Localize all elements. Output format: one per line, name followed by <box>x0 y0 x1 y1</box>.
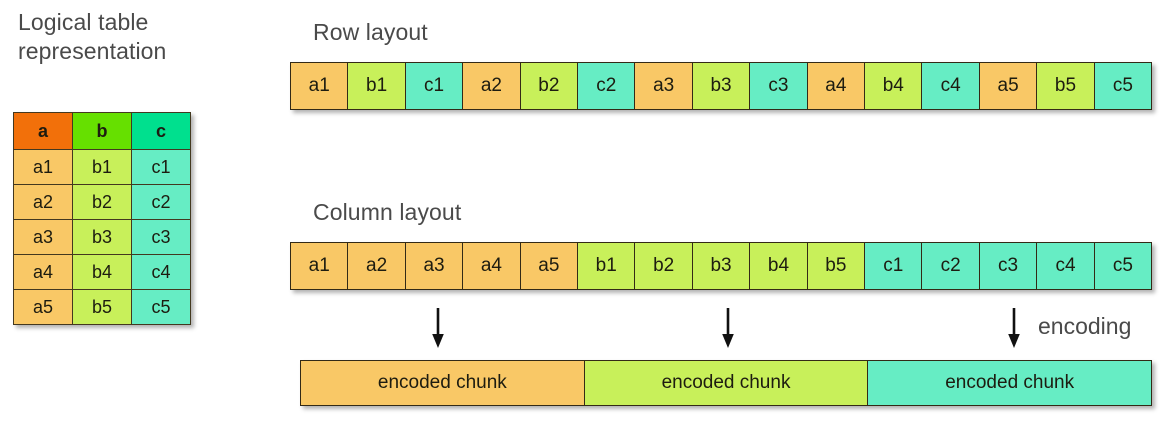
layout-cell: c3 <box>750 63 808 109</box>
layout-cell: b4 <box>865 63 923 109</box>
layout-cell: a4 <box>463 243 521 289</box>
layout-cell: c4 <box>922 63 980 109</box>
layout-cell: c5 <box>1094 63 1152 109</box>
table-cell: c4 <box>131 254 191 290</box>
layout-cell: a5 <box>979 63 1038 109</box>
layout-cell: c1 <box>865 243 923 289</box>
table-cell: a2 <box>13 184 73 220</box>
layout-cell: b3 <box>692 63 751 109</box>
layout-cell: a1 <box>291 243 349 289</box>
encoded-chunk: encoded chunk <box>301 361 585 405</box>
table-cell: b2 <box>72 184 132 220</box>
encoded-chunk: encoded chunk <box>868 361 1152 405</box>
layout-cell: b5 <box>1037 63 1095 109</box>
layout-cell: c2 <box>578 63 636 109</box>
layout-cell: a5 <box>520 243 579 289</box>
table-cell: b5 <box>72 289 132 325</box>
layout-cell: b2 <box>635 243 693 289</box>
logical-table-title: Logical table representation <box>18 9 167 64</box>
layout-cell: b1 <box>578 243 636 289</box>
table-header-row: a b c <box>13 112 191 150</box>
table-cell: a1 <box>13 149 73 185</box>
table-cell: a5 <box>13 289 73 325</box>
table-cell: b3 <box>72 219 132 255</box>
table-cell: c1 <box>131 149 191 185</box>
layout-cell: a3 <box>405 243 464 289</box>
table-cell: c2 <box>131 184 191 220</box>
table-cell: c5 <box>131 289 191 325</box>
table-header-a: a <box>13 112 73 150</box>
encoding-label: encoding <box>1038 313 1132 339</box>
layout-cell: c3 <box>979 243 1038 289</box>
encoded-chunk: encoded chunk <box>584 361 869 405</box>
column-layout-title: Column layout <box>313 199 462 225</box>
table-header-b: b <box>72 112 132 150</box>
layout-cell: a3 <box>635 63 693 109</box>
layout-cell: a2 <box>348 243 406 289</box>
layout-cell: c2 <box>922 243 980 289</box>
down-arrow-icon-3 <box>1006 308 1022 348</box>
layout-cell: b2 <box>520 63 579 109</box>
layout-cell: a4 <box>807 63 866 109</box>
table-cell: b1 <box>72 149 132 185</box>
layout-cell: c4 <box>1037 243 1095 289</box>
layout-cell: b5 <box>807 243 866 289</box>
table-cell: b4 <box>72 254 132 290</box>
layout-cell: b1 <box>348 63 406 109</box>
layout-cell: b4 <box>750 243 808 289</box>
table-cell: a3 <box>13 219 73 255</box>
layout-cell: a2 <box>463 63 521 109</box>
table-cell: a4 <box>13 254 73 290</box>
layout-cell: a1 <box>291 63 349 109</box>
layout-cell: b3 <box>692 243 751 289</box>
table-header-c: c <box>131 112 191 150</box>
row-layout-title: Row layout <box>313 19 428 45</box>
down-arrow-icon-1 <box>430 308 446 348</box>
layout-cell: c5 <box>1094 243 1152 289</box>
down-arrow-icon-2 <box>720 308 736 348</box>
layout-cell: c1 <box>405 63 464 109</box>
table-cell: c3 <box>131 219 191 255</box>
